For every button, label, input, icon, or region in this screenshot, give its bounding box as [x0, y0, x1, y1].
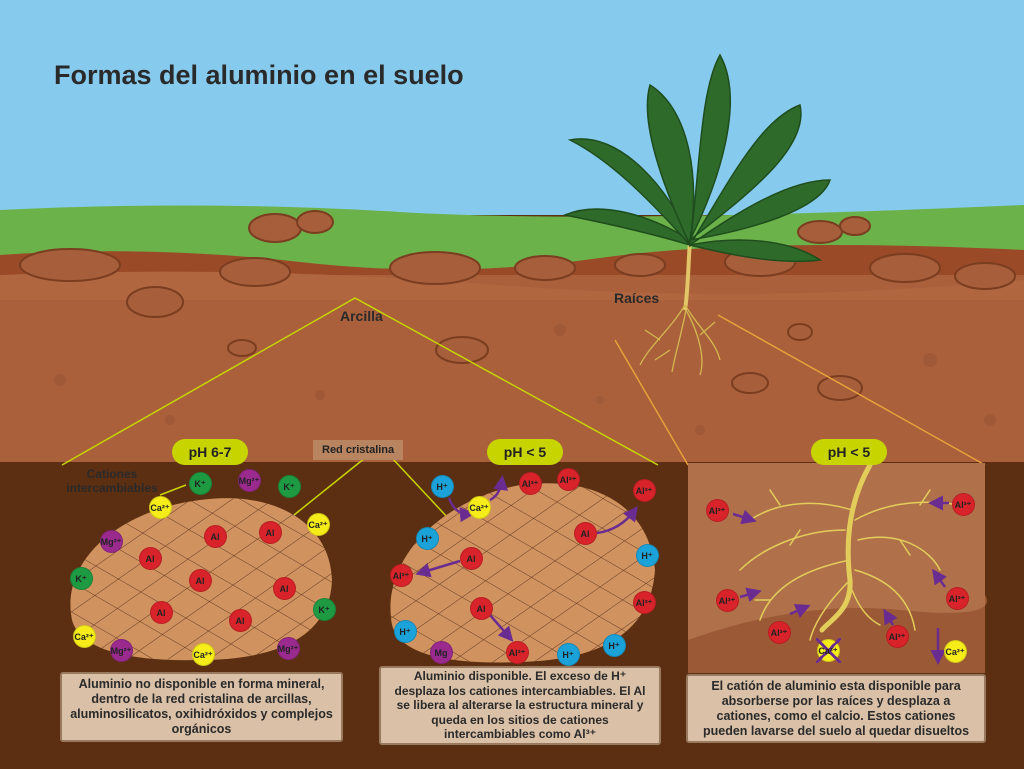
ion-k: K⁺: [277, 474, 301, 498]
ion-al: Al: [188, 568, 212, 592]
ion-ca: Ca²⁺: [943, 639, 967, 663]
ion-al: Al: [573, 521, 597, 545]
ion-ca: Ca²⁺: [148, 495, 172, 519]
ion-ca: Ca²⁺: [191, 642, 215, 666]
ph-badge-2: pH < 5: [487, 439, 563, 465]
ion-mg: Mg²⁺: [276, 636, 300, 660]
ion-al3: Al³⁺: [556, 467, 580, 491]
sky: [0, 0, 1024, 215]
ion-al: Al: [469, 596, 493, 620]
ion-h: H⁺: [556, 642, 580, 666]
ion-al3: Al³⁺: [632, 590, 656, 614]
ph-badge-3: pH < 5: [811, 439, 887, 465]
ion-al3: Al³⁺: [715, 588, 739, 612]
ion-ca: Ca²⁺: [306, 512, 330, 536]
ion-al3: Al³⁺: [518, 471, 542, 495]
ion-h: H⁺: [635, 543, 659, 567]
plant-illustration: [562, 53, 832, 376]
exchangeable-cations-label: Cationes intercambiables: [66, 467, 158, 495]
ion-al3: Al³⁺: [945, 586, 969, 610]
ion-al3: Al³⁺: [767, 620, 791, 644]
clay-label: Arcilla: [340, 308, 383, 324]
roots-label: Raíces: [614, 290, 660, 306]
ion-mg: Mg: [429, 640, 453, 664]
ion-k: K⁺: [312, 597, 336, 621]
ion-al3: Al³⁺: [951, 492, 975, 516]
movement-arrows: [415, 475, 949, 665]
ion-mg: Mg²⁺: [99, 529, 123, 553]
panel-2-description: Aluminio disponible. El exceso de H⁺ des…: [379, 666, 661, 745]
page-title: Formas del aluminio en el suelo: [54, 60, 464, 90]
ph-badge-1: pH 6-7: [172, 439, 248, 465]
ion-al: Al: [203, 524, 227, 548]
ion-h: H⁺: [393, 619, 417, 643]
ion-al3: Al³⁺: [885, 624, 909, 648]
ion-k: K⁺: [69, 566, 93, 590]
ion-ca: Ca²⁺: [467, 495, 491, 519]
ion-al: Al: [138, 546, 162, 570]
ion-al3: Al³⁺: [389, 563, 413, 587]
ion-mg: Mg²⁺: [237, 468, 261, 492]
ion-al3: Al³⁺: [705, 498, 729, 522]
panel-1-description: Aluminio no disponible en forma mineral,…: [60, 672, 343, 742]
ion-al: Al: [459, 546, 483, 570]
ion-mg: Mg²⁺: [109, 638, 133, 662]
ion-al: Al: [258, 520, 282, 544]
ion-al: Al: [149, 600, 173, 624]
ion-k: K⁺: [188, 471, 212, 495]
ion-h: H⁺: [415, 526, 439, 550]
ion-h: H⁺: [430, 474, 454, 498]
ion-al: Al: [228, 608, 252, 632]
roots-illustration: [739, 462, 961, 641]
ion-ca: Ca²⁺: [72, 624, 96, 648]
ion-al3: Al³⁺: [505, 640, 529, 664]
ion-al: Al: [272, 576, 296, 600]
crystal-lattice-label: Red cristalina: [313, 440, 404, 460]
panel-3-description: El catión de aluminio esta disponible pa…: [686, 674, 986, 743]
ion-al3: Al³⁺: [632, 478, 656, 502]
ion-ca-displaced: Ca²⁺: [815, 637, 841, 663]
ion-h: H⁺: [602, 633, 626, 657]
